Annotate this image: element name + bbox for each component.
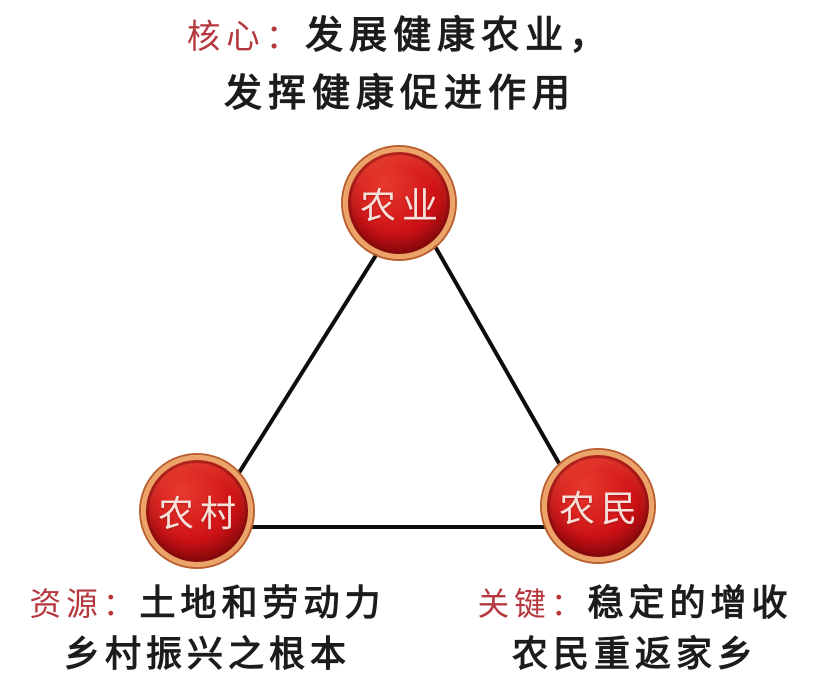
node-village: 农村 [141,455,253,567]
node-agriculture-label: 农业 [359,185,444,226]
node-farmers: 农民 [542,450,654,562]
caption-key-text1: 稳定的增收 [587,582,793,623]
caption-core-label: 核心： [186,19,306,56]
node-village-label: 农村 [157,493,242,534]
node-farmers-label: 农民 [558,488,643,529]
caption-key: 关键：稳定的增收 农民重返家乡 [445,578,824,679]
caption-resources-label: 资源： [29,586,140,622]
caption-core-text1: 发展健康农业， [305,15,614,57]
edge-agriculture-farmers [418,218,582,502]
caption-key-line2: 农民重返家乡 [511,633,758,674]
caption-key-line1: 关键：稳定的增收 [445,578,824,629]
caption-resources-text1: 土地和劳动力 [139,582,386,623]
caption-core-line2: 发挥健康促进作用 [223,73,576,115]
caption-core-line1: 核心：发展健康农业， [100,8,700,66]
caption-key-label: 关键： [477,586,588,622]
caption-resources-line1: 资源：土地和劳动力 [0,578,415,629]
caption-resources-line2: 乡村振兴之根本 [63,633,351,674]
edge-agriculture-village [223,223,397,497]
caption-core: 核心：发展健康农业， 发挥健康促进作用 [100,8,700,122]
caption-resources: 资源：土地和劳动力 乡村振兴之根本 [0,578,415,679]
node-agriculture: 农业 [343,147,455,259]
